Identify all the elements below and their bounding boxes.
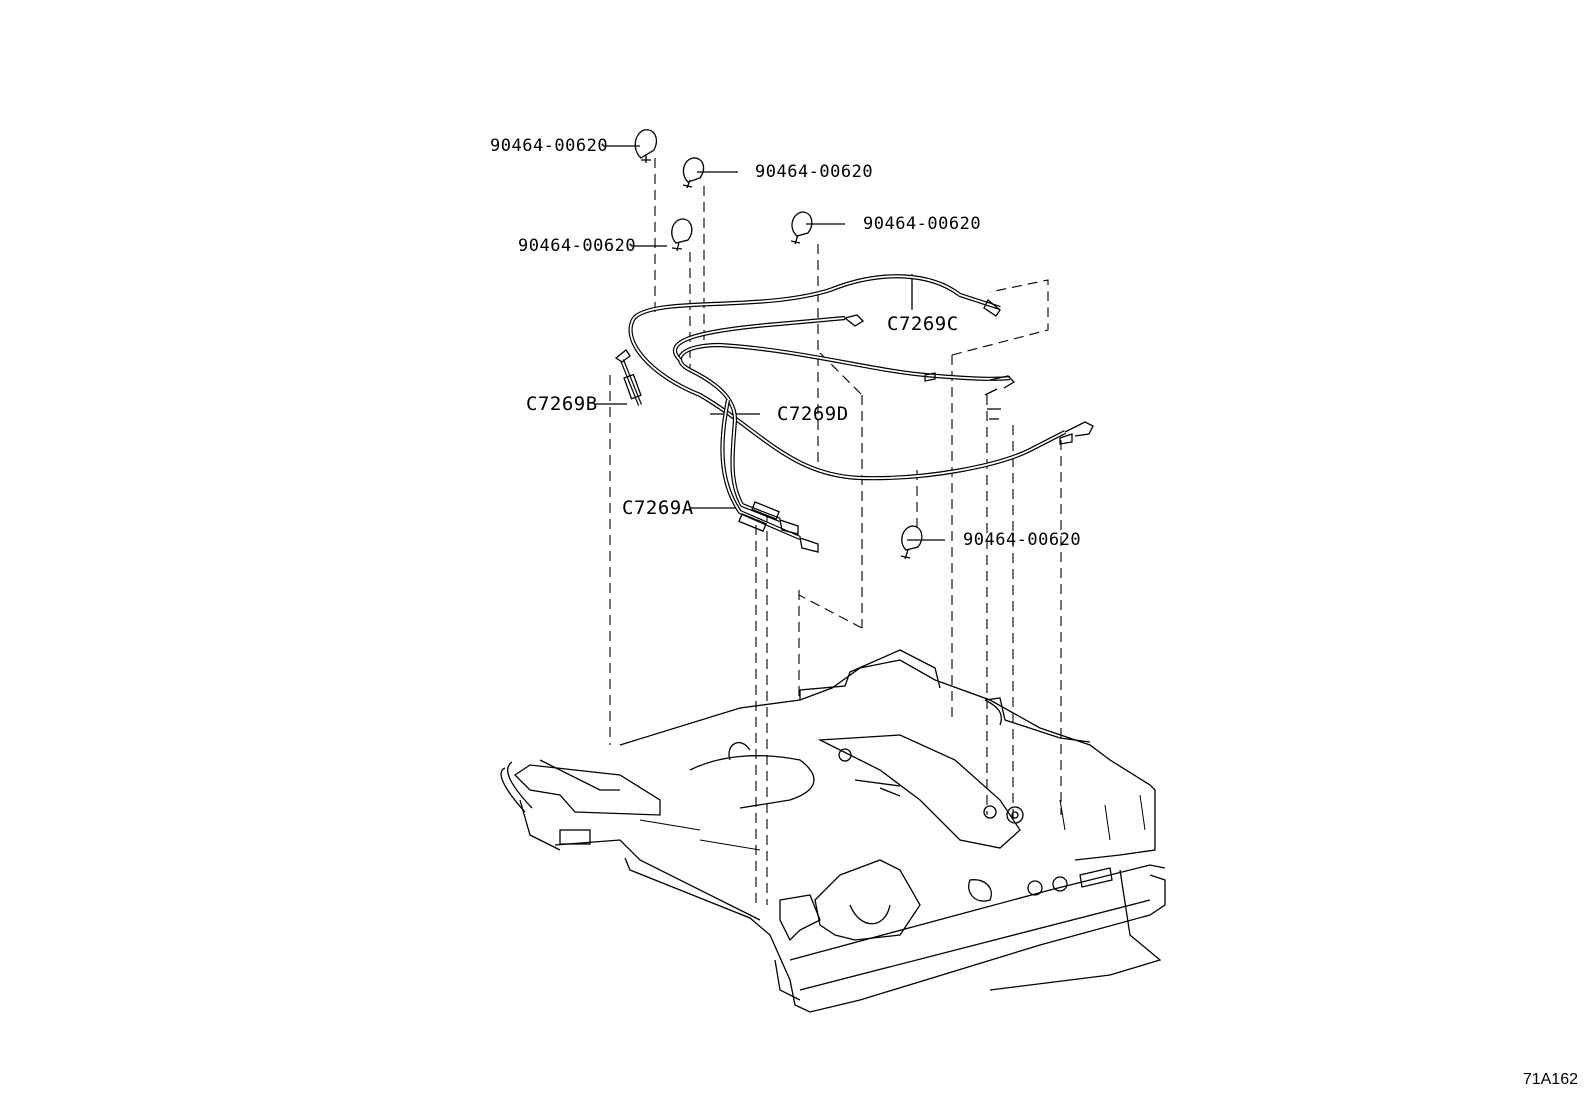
cable-long-loop <box>628 316 1094 481</box>
clamp-icon <box>634 129 658 163</box>
clamp-icon <box>790 211 813 245</box>
clamp-icon <box>682 157 705 189</box>
clamp-icon <box>671 218 693 252</box>
cable-label-c7269a: C7269A <box>622 497 694 519</box>
clamp-part-number-2: 90464-00620 <box>755 162 874 182</box>
cable-a <box>720 399 819 553</box>
cable-label-c7269c: C7269C <box>887 313 959 335</box>
cable-c-end <box>924 372 1073 445</box>
cable-d <box>672 314 1011 522</box>
clamp-icon <box>900 525 923 560</box>
clamp-part-number-4: 90464-00620 <box>863 214 982 234</box>
figure-code: 71A162 <box>1522 1071 1578 1088</box>
cable-c <box>632 274 1001 320</box>
leader-lines <box>594 145 945 541</box>
clamp-part-number-5: 90464-00620 <box>963 530 1082 550</box>
cable-label-c7269b: C7269B <box>526 393 598 415</box>
clamp-part-number-1: 90464-00620 <box>490 136 609 156</box>
seat-track-frame <box>500 649 1166 1013</box>
cable-label-c7269d: C7269D <box>777 403 849 425</box>
clamp-part-number-3: 90464-00620 <box>518 236 637 256</box>
cable-b-end <box>614 349 642 406</box>
